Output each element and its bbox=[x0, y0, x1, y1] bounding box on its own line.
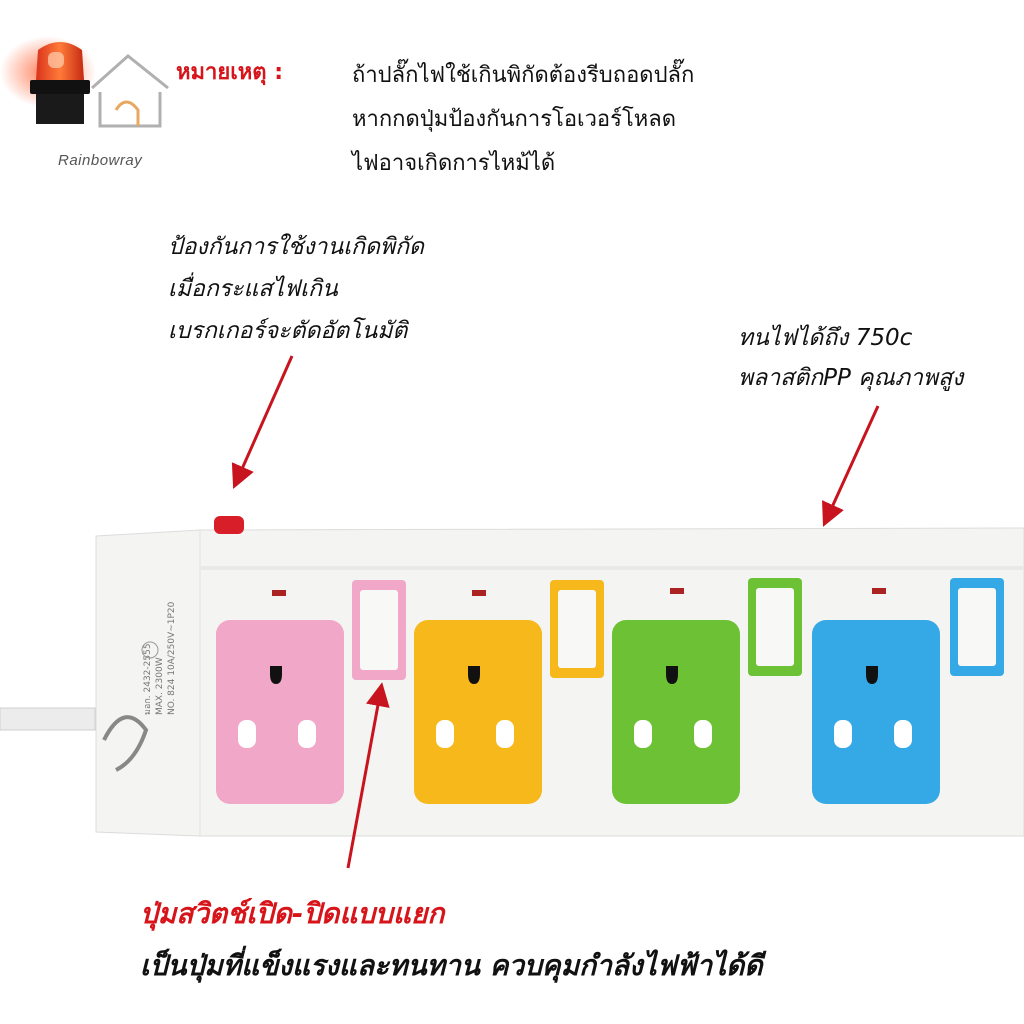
outlet-green bbox=[612, 620, 740, 804]
siren-icon bbox=[0, 36, 169, 128]
indicator-light bbox=[872, 588, 886, 594]
brand-mark bbox=[102, 641, 159, 772]
material-callout: ทนไฟได้ถึง 750c พลาสติกPP คุณภาพสูง bbox=[738, 318, 963, 398]
note-label: หมายเหตุ : bbox=[176, 60, 284, 85]
callout-line: เบรกเกอร์จะตัดอัตโนมัติ bbox=[168, 318, 408, 344]
callout-line: เมื่อกระแสไฟเกิน bbox=[168, 276, 338, 302]
outlet-yellow bbox=[414, 620, 542, 804]
brand-name: Rainbowray bbox=[58, 152, 143, 169]
switch-blue[interactable] bbox=[950, 578, 1004, 676]
label-line: MAX. 2300W bbox=[155, 657, 165, 715]
indicator-light bbox=[472, 590, 486, 596]
callout-line: พลาสติกPP คุณภาพสูง bbox=[738, 365, 964, 391]
breaker-callout: ป้องกันการใช้งานเกิดพิกัด เมื่อกระแสไฟเก… bbox=[168, 226, 424, 352]
note-line: ไฟอาจเกิดการไหม้ได้ bbox=[352, 151, 556, 176]
product-label: มอก. 2432-2555 MAX. 2300W NO. 824 10A/25… bbox=[143, 601, 177, 715]
label-line: NO. 824 10A/250V~1P20 bbox=[167, 601, 177, 715]
indicator-light bbox=[670, 588, 684, 594]
switch-title: ปุ่มสวิตช์เปิด-ปิดแบบแยก bbox=[140, 897, 445, 930]
outlet-pink bbox=[216, 620, 344, 804]
indicator-light bbox=[272, 590, 286, 596]
switch-yellow[interactable] bbox=[550, 580, 604, 678]
note-line: หากกดปุ่มป้องกันการโอเวอร์โหลด bbox=[352, 107, 677, 132]
power-strip: มอก. 2432-2555 MAX. 2300W NO. 824 10A/25… bbox=[0, 516, 1024, 837]
switch-pink[interactable] bbox=[352, 580, 406, 680]
callout-line: ทนไฟได้ถึง 750c bbox=[738, 325, 913, 351]
switch-description: เป็นปุ่มที่แข็งแรงและทนทาน ควบคุมกำลังไฟ… bbox=[140, 949, 763, 982]
callout-line: ป้องกันการใช้งานเกิดพิกัด bbox=[168, 234, 424, 260]
logo bbox=[0, 30, 200, 180]
label-line: มอก. 2432-2555 bbox=[143, 643, 153, 715]
power-cord bbox=[0, 707, 96, 731]
note-text: ถ้าปลั๊กไฟใช้เกินพิกัดต้องรีบถอดปลั๊ก หา… bbox=[352, 54, 694, 186]
switch-green[interactable] bbox=[748, 578, 802, 676]
breaker-button[interactable] bbox=[214, 516, 244, 534]
note-line: ถ้าปลั๊กไฟใช้เกินพิกัดต้องรีบถอดปลั๊ก bbox=[352, 63, 695, 88]
outlet-blue bbox=[812, 620, 940, 804]
breaker-arrow bbox=[231, 355, 294, 489]
